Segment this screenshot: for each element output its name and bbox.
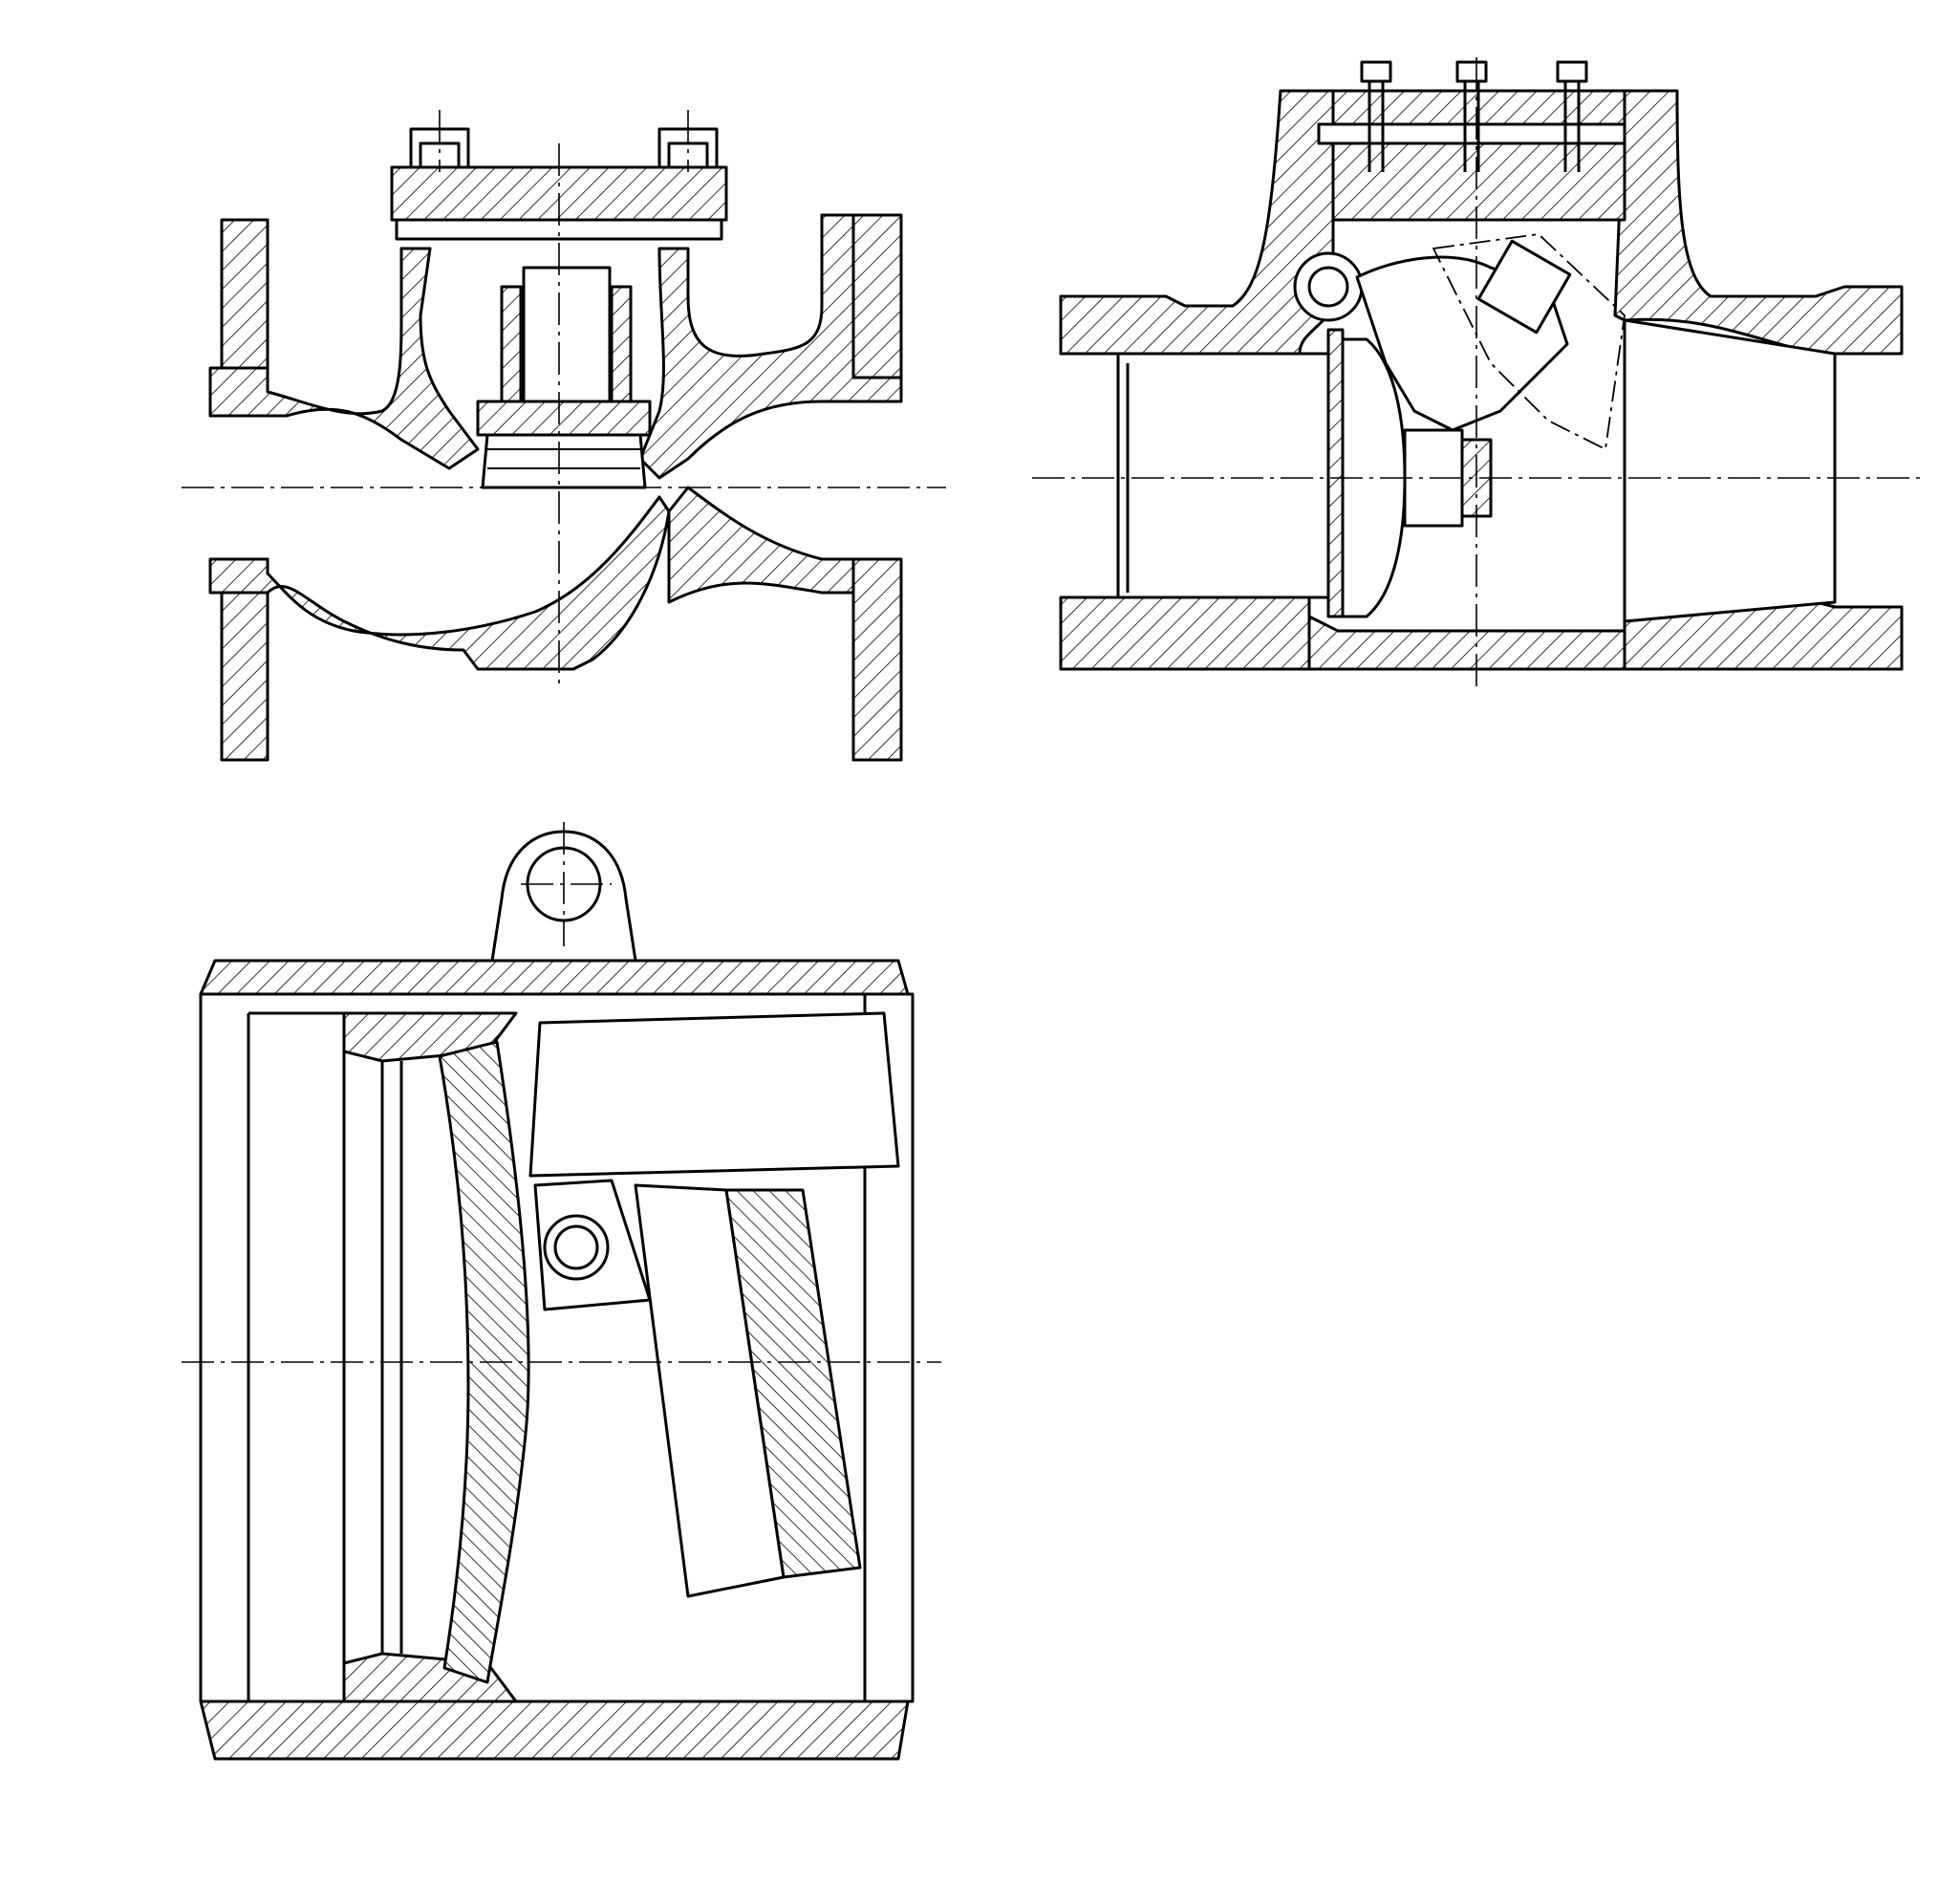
upper-body-wall-right [638,213,903,480]
cover-bolt-3 [1556,60,1588,172]
inlet-bore [1116,352,1335,599]
wafer-top-wall [199,959,910,996]
outlet-bore [1623,318,1837,623]
cover-gasket [1317,122,1626,145]
disc-stem [522,266,612,422]
disc-body [476,400,652,437]
hinge-pin [1307,266,1349,308]
swing-check-valve-view [1032,57,1921,688]
upper-body-wall [208,247,480,470]
cover-bolt-2 [1455,60,1488,172]
disc-nut [1476,239,1572,335]
left-flange [220,218,269,762]
lift-check-valve-view [182,110,946,762]
lower-body-wall [208,495,671,671]
cover-bolt-1 [1360,60,1392,172]
swing-body-lower-left [1059,596,1311,671]
lower-body-wall-right [667,486,855,604]
seat-ring [1326,328,1345,618]
swing-body-upper [1059,89,1335,356]
swing-body-upper-right [1613,89,1904,356]
disc-stop-plate [528,1011,900,1178]
hinge-pin [553,1224,599,1270]
seat-ring [481,433,647,489]
wafer-check-valve-view [182,822,941,1761]
disc-stop-block [724,1188,862,1579]
wafer-bottom-wall [199,1700,910,1761]
